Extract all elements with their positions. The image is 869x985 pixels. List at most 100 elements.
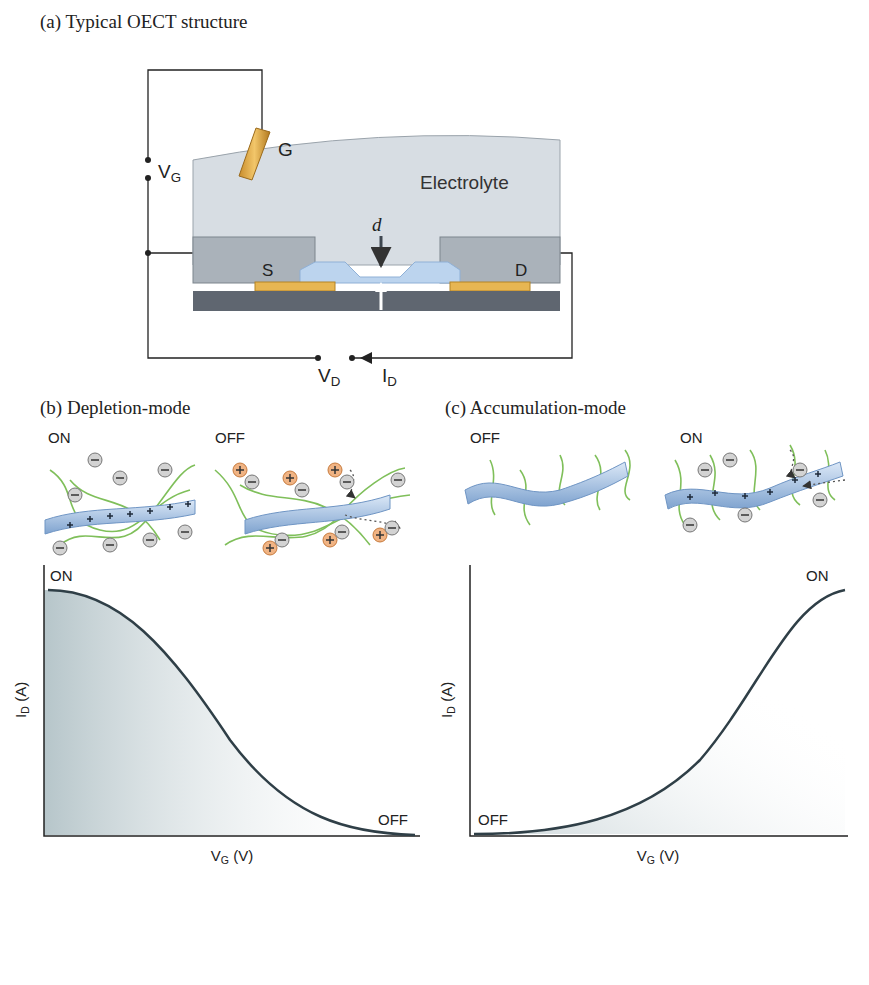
hole-charge	[87, 516, 93, 522]
anion	[738, 508, 752, 522]
label-group: ON	[806, 568, 829, 583]
text-label: ON	[48, 429, 71, 446]
text-label: I	[438, 714, 455, 718]
cation	[323, 533, 337, 547]
anion	[158, 463, 172, 477]
label-group: ON	[48, 430, 71, 445]
text-label: D	[515, 261, 527, 280]
current-arrow	[360, 352, 372, 364]
curve-shade	[44, 590, 415, 835]
transfer-curve	[474, 590, 845, 834]
text-label: (a) Typical OECT structure	[40, 11, 247, 32]
text-label: I	[382, 365, 387, 386]
anion	[88, 453, 102, 467]
substrate	[193, 291, 560, 311]
text-label: V	[211, 847, 221, 864]
label-group: G	[278, 140, 293, 159]
text-label: V	[158, 161, 171, 182]
label-group: ON	[680, 430, 703, 445]
label-group: D	[515, 262, 527, 279]
hole-charge	[67, 522, 73, 528]
label-group: OFF	[478, 812, 508, 827]
text-label: OFF	[478, 811, 508, 828]
label-group: ON	[50, 568, 73, 583]
axis	[44, 565, 420, 836]
hole-charge	[767, 489, 773, 495]
drain-contact	[450, 282, 530, 291]
anion	[723, 453, 737, 467]
cation	[283, 471, 297, 485]
hole-charge	[792, 477, 798, 483]
hole-charge	[185, 501, 191, 507]
text-label: V	[637, 847, 647, 864]
circuit-wire	[148, 70, 572, 358]
label-group: OFF	[378, 812, 408, 827]
text-label: ON	[50, 567, 73, 584]
subscript-label: D	[387, 374, 397, 389]
subscript-label: D	[19, 706, 31, 714]
label-group: (c) Accumulation-mode	[445, 398, 626, 417]
hole-charge	[815, 471, 821, 477]
anion	[113, 471, 127, 485]
anion	[275, 533, 289, 547]
cation	[263, 541, 277, 555]
anion	[103, 538, 117, 552]
hole-charge	[107, 513, 113, 519]
label-group: (a) Typical OECT structure	[40, 12, 247, 31]
thickness-arrow	[375, 282, 387, 292]
polymer-backbone	[45, 462, 843, 534]
label-group: VG	[158, 162, 181, 184]
text-label: OFF	[215, 429, 245, 446]
anion	[53, 541, 67, 555]
label-group: VG (V)	[637, 848, 680, 866]
cation	[328, 463, 342, 477]
ion-group	[53, 453, 827, 555]
text-label: OFF	[470, 429, 500, 446]
subscript-label: G	[221, 854, 229, 866]
text-label: ON	[680, 429, 703, 446]
anion	[340, 475, 354, 489]
text-label: (c) Accumulation-mode	[445, 397, 626, 418]
subscript-label: G	[171, 170, 181, 185]
text-label: d	[372, 214, 382, 235]
hole-charge	[127, 511, 133, 517]
text-label: S	[262, 261, 273, 280]
thickness-arrow	[380, 290, 383, 310]
anion	[295, 483, 309, 497]
subscript-label: G	[647, 854, 655, 866]
hole-charge	[712, 490, 718, 496]
anion	[813, 493, 827, 507]
label-group: (b) Depletion-mode	[40, 398, 190, 417]
anion	[143, 533, 157, 547]
electrolyte-region: Electrolyte	[420, 172, 509, 194]
hole-charge	[687, 494, 693, 500]
anion	[793, 463, 807, 477]
transfer-curve	[48, 590, 415, 835]
anion	[245, 475, 259, 489]
text-label: (A)	[438, 682, 455, 702]
label-group: ID	[382, 366, 397, 388]
subscript-label: D	[331, 374, 341, 389]
text-label: V	[318, 365, 331, 386]
cation	[233, 463, 247, 477]
label-group: S	[262, 262, 273, 279]
text-label: G	[278, 139, 293, 160]
thickness-arrow	[380, 236, 383, 266]
text-label: (A)	[12, 682, 29, 702]
label-group: VD	[318, 366, 340, 388]
anion	[178, 525, 192, 539]
label-group: VG(V)	[211, 848, 254, 866]
label-group: ID (A)	[439, 682, 457, 718]
hole-charge	[742, 493, 748, 499]
text-label: (V)	[659, 847, 679, 864]
source-contact	[255, 282, 335, 291]
subscript-label: D	[445, 706, 457, 714]
text-label: I	[12, 714, 29, 718]
anion	[683, 518, 697, 532]
anion	[335, 525, 349, 539]
axis	[470, 565, 848, 836]
text-label: (b) Depletion-mode	[40, 397, 190, 418]
encapsulation	[193, 237, 315, 283]
